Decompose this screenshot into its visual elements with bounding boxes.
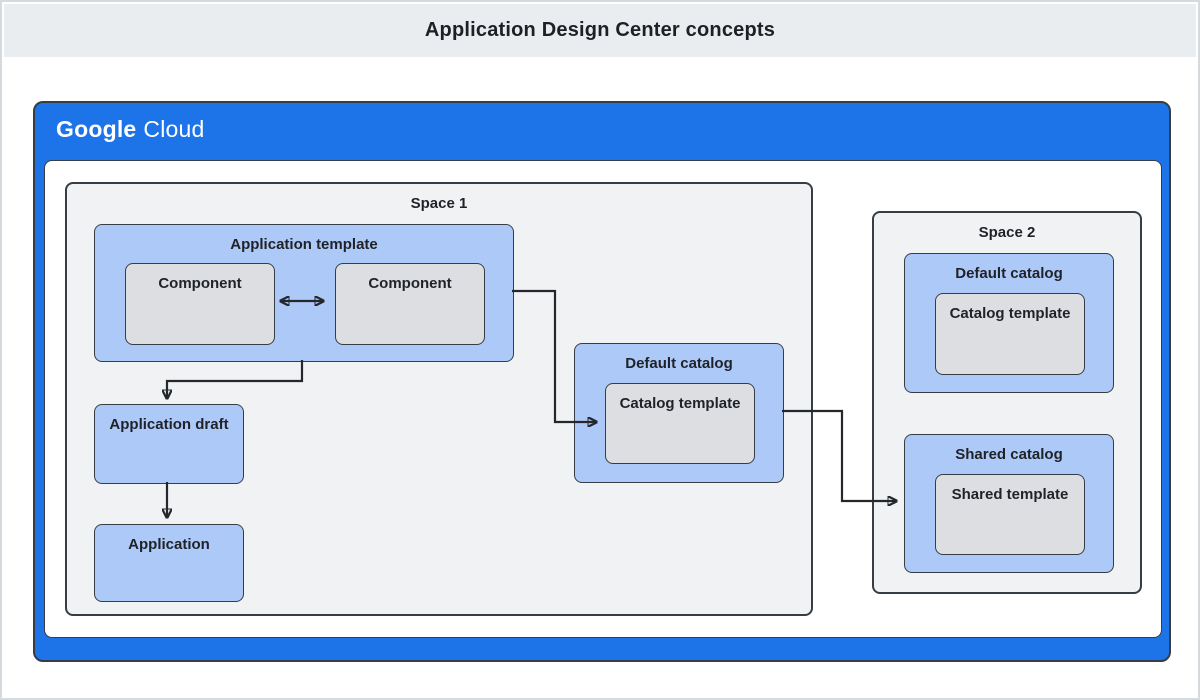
space-2-label: Space 2 [978, 224, 1036, 241]
space1-default-catalog-box: Default catalog Catalog template [574, 343, 784, 483]
application-draft-label: Application draft [109, 416, 229, 433]
space2-catalog-template-label: Catalog template [949, 305, 1071, 322]
space2-default-catalog-box: Default catalog Catalog template [904, 253, 1114, 393]
application-template-label: Application template [230, 236, 378, 253]
shared-catalog-label: Shared catalog [955, 446, 1063, 463]
space2-default-catalog-label: Default catalog [955, 265, 1063, 282]
space-1-label: Space 1 [410, 195, 468, 212]
component-left-box: Component [125, 263, 275, 345]
application-box: Application [94, 524, 244, 602]
space1-default-catalog-label: Default catalog [625, 355, 733, 372]
space-2-container: Space 2 Default catalog Catalog template… [872, 211, 1142, 594]
space-1-container: Space 1 Application template Component C… [65, 182, 813, 616]
brand-google: Google [56, 116, 137, 142]
space1-catalog-template-box: Catalog template [605, 383, 755, 464]
component-right-box: Component [335, 263, 485, 345]
application-draft-box: Application draft [94, 404, 244, 484]
shared-catalog-box: Shared catalog Shared template [904, 434, 1114, 573]
brand-cloud: Cloud [143, 116, 205, 142]
application-template-box: Application template Component Component [94, 224, 514, 362]
space2-catalog-template-box: Catalog template [935, 293, 1085, 375]
component-left-label: Component [158, 275, 242, 292]
shared-template-label: Shared template [951, 486, 1069, 503]
page-title: Application Design Center concepts [424, 19, 776, 41]
application-label: Application [128, 536, 210, 553]
component-right-label: Component [368, 275, 452, 292]
title-banner: Application Design Center concepts [4, 4, 1196, 57]
space1-catalog-template-label: Catalog template [619, 395, 741, 412]
shared-template-box: Shared template [935, 474, 1085, 555]
